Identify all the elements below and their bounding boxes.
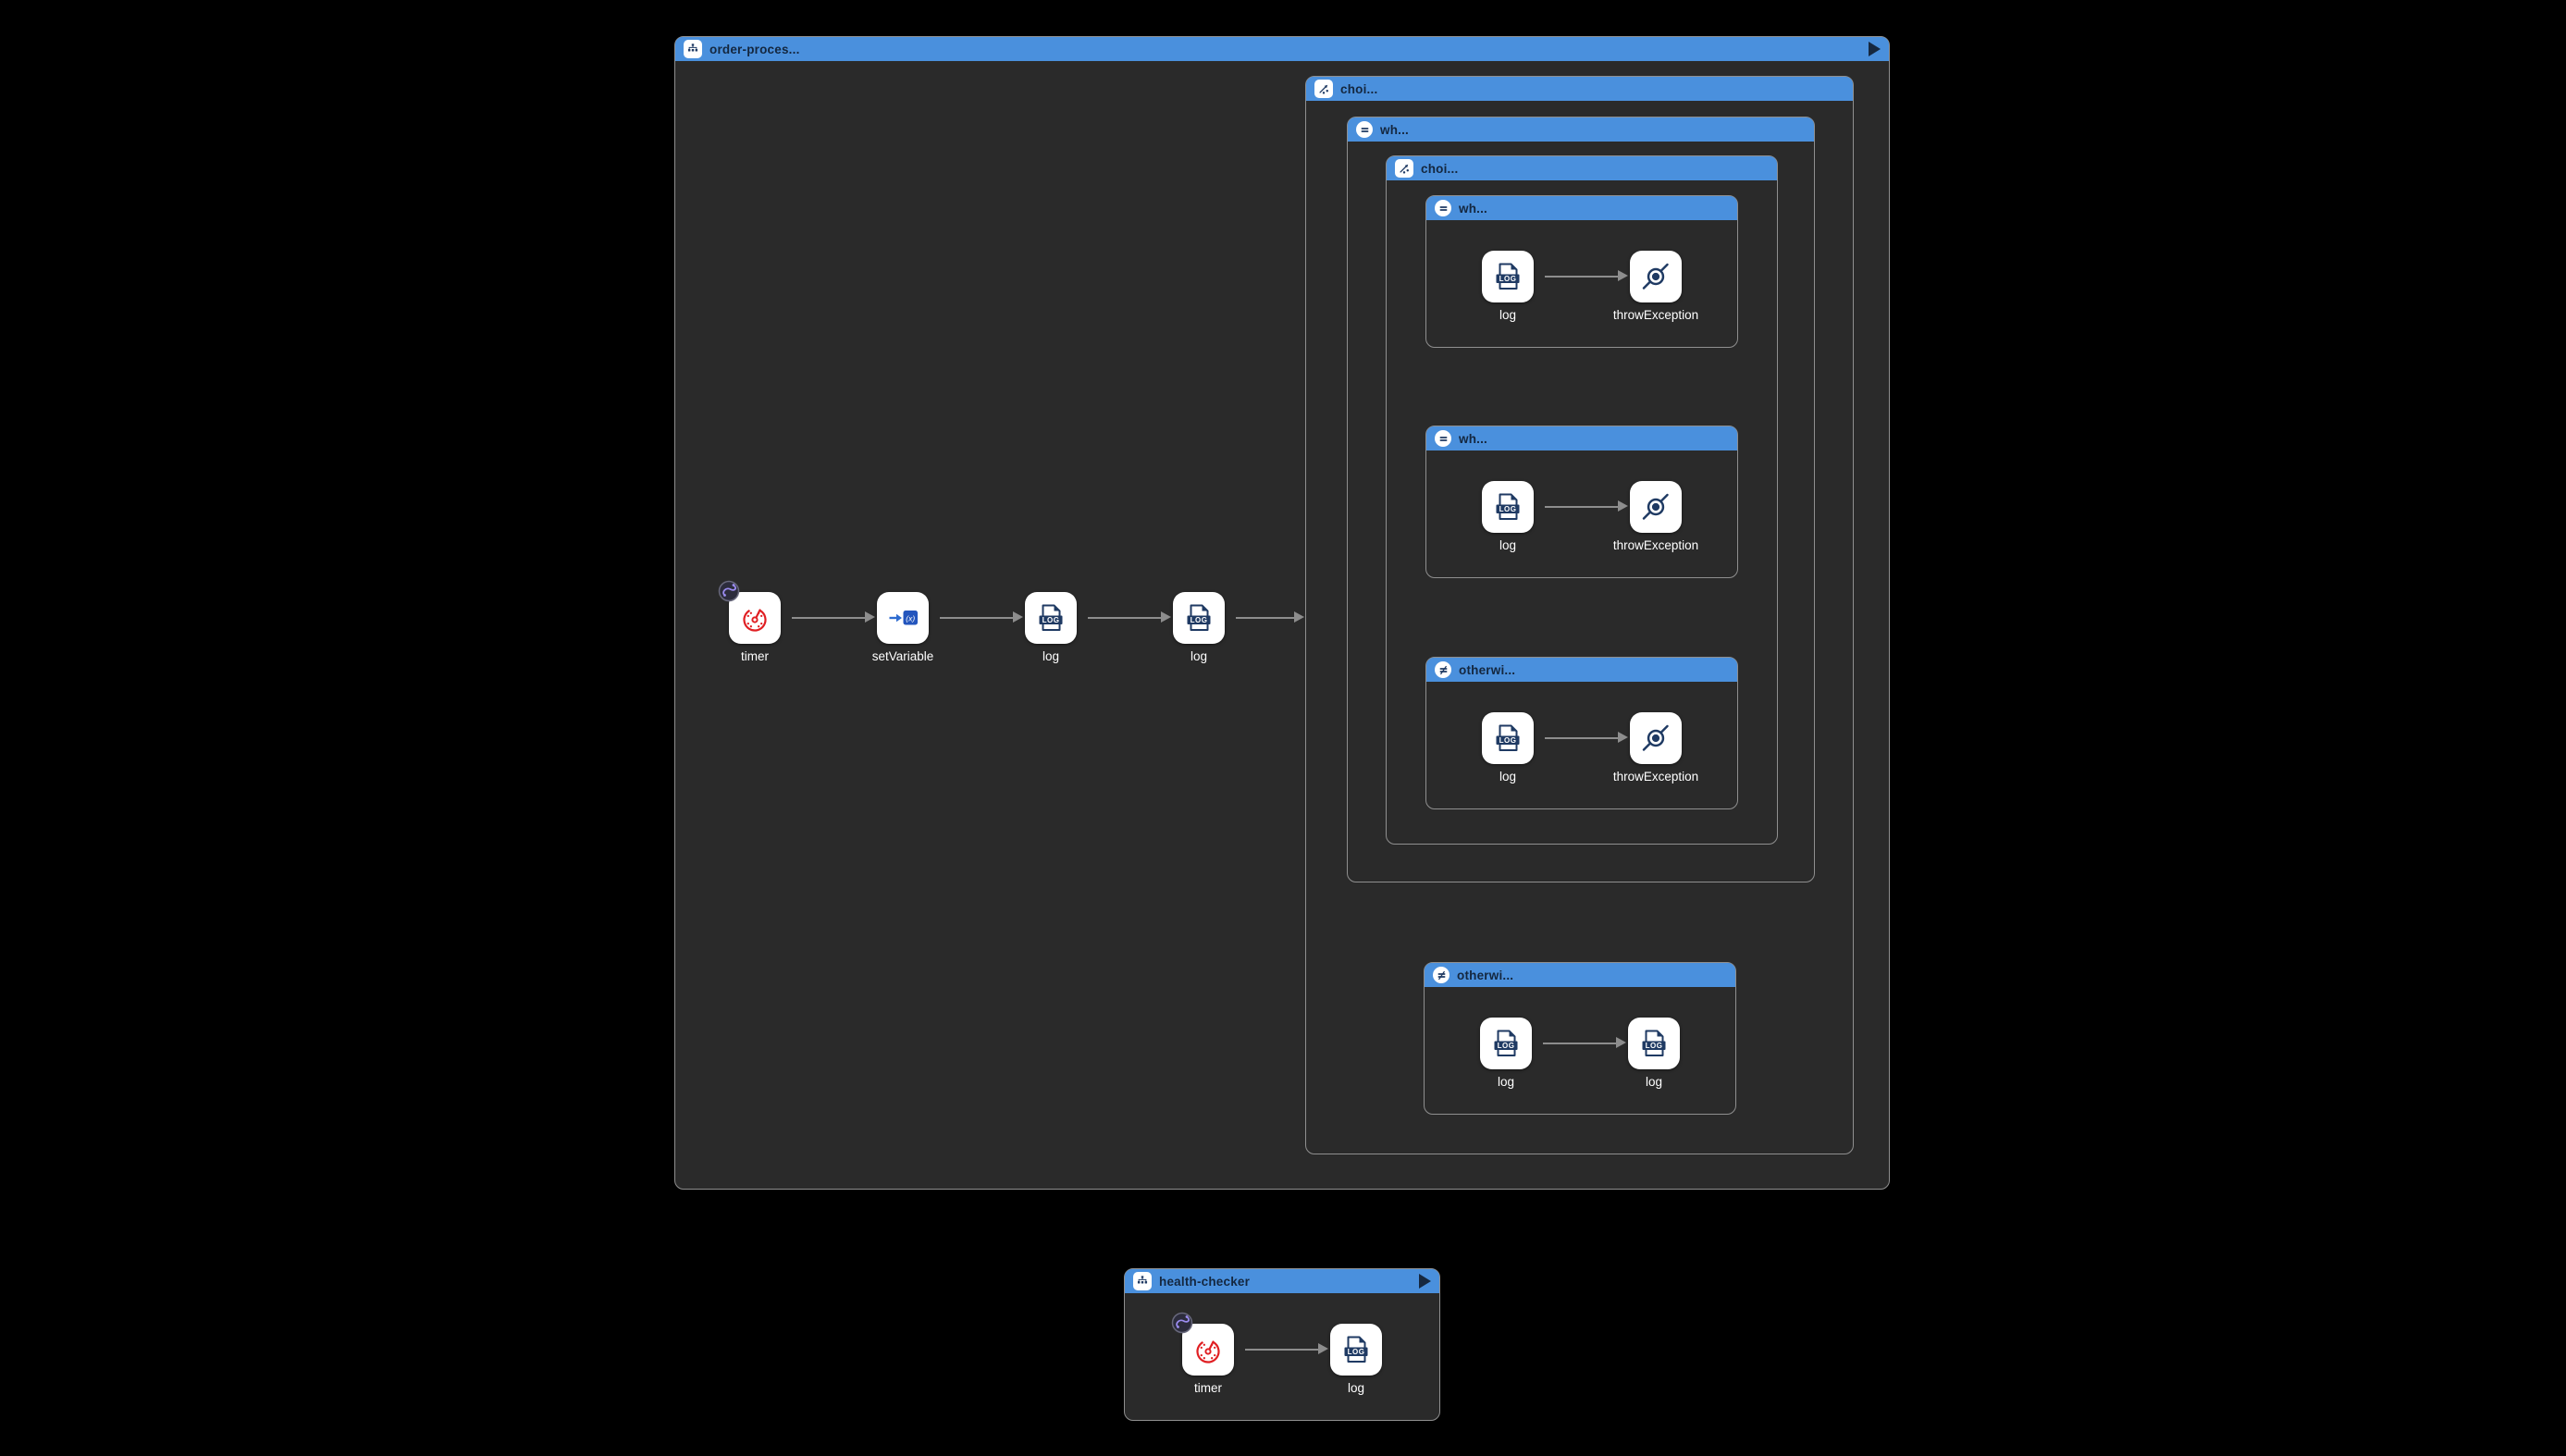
equals-icon bbox=[1356, 121, 1373, 138]
node-throw-exception[interactable]: throwException bbox=[1613, 480, 1698, 552]
route-health-checker: health-checker timer log bbox=[1124, 1268, 1440, 1421]
when-header[interactable]: wh... bbox=[1426, 196, 1737, 220]
flow-arrow bbox=[1245, 1342, 1328, 1354]
play-icon[interactable] bbox=[1419, 1274, 1431, 1289]
block-title: choi... bbox=[1340, 81, 1378, 96]
equals-icon bbox=[1435, 200, 1451, 216]
node-throw-exception[interactable]: throwException bbox=[1613, 711, 1698, 784]
log-file-icon bbox=[1339, 1333, 1373, 1366]
node-label: log bbox=[1347, 1380, 1365, 1395]
node-log[interactable]: log bbox=[1173, 592, 1225, 663]
log-file-icon bbox=[1491, 490, 1524, 524]
not-equals-icon bbox=[1435, 661, 1451, 678]
route-order-processing: order-proces... timer setVariable log bbox=[674, 36, 1890, 1190]
node-log[interactable]: log bbox=[1482, 480, 1534, 552]
block-title: choi... bbox=[1421, 161, 1459, 176]
choice-header[interactable]: choi... bbox=[1387, 156, 1777, 180]
route-title: order-proces... bbox=[709, 42, 800, 56]
when-block: wh... choi... bbox=[1347, 117, 1815, 882]
node-log[interactable]: log bbox=[1330, 1323, 1382, 1395]
node-label: log bbox=[1497, 1074, 1515, 1089]
when-header[interactable]: wh... bbox=[1348, 117, 1814, 142]
route-title: health-checker bbox=[1159, 1274, 1251, 1289]
log-file-icon bbox=[1491, 722, 1524, 755]
when-block: wh... log throwException bbox=[1425, 195, 1738, 348]
block-title: wh... bbox=[1459, 201, 1487, 216]
otherwise-block: otherwi... log log bbox=[1424, 962, 1736, 1115]
node-log[interactable]: log bbox=[1482, 711, 1534, 784]
otherwise-block: otherwi... log throwException bbox=[1425, 657, 1738, 809]
node-timer[interactable]: timer bbox=[1182, 1324, 1234, 1395]
node-log[interactable]: log bbox=[1480, 1017, 1532, 1089]
node-label: throwException bbox=[1612, 769, 1699, 784]
flow-arrow bbox=[1236, 611, 1304, 623]
node-label: log bbox=[1190, 649, 1208, 663]
node-label: timer bbox=[1194, 1380, 1222, 1395]
crossed-circle-icon bbox=[1639, 722, 1672, 755]
node-label: log bbox=[1042, 649, 1060, 663]
node-label: timer bbox=[741, 649, 769, 663]
node-label: setVariable bbox=[871, 649, 934, 663]
node-label: throwException bbox=[1612, 307, 1699, 322]
main-node-row: timer setVariable log log bbox=[729, 592, 1225, 663]
flow-arrow bbox=[1545, 731, 1628, 743]
log-file-icon bbox=[1491, 260, 1524, 293]
block-title: wh... bbox=[1380, 122, 1409, 137]
block-title: otherwi... bbox=[1457, 968, 1514, 982]
node-log[interactable]: log bbox=[1482, 250, 1534, 322]
stopwatch-icon bbox=[738, 601, 771, 635]
flow-arrow bbox=[1088, 611, 1171, 623]
node-log[interactable]: log bbox=[1025, 592, 1077, 663]
flow-arrow bbox=[1545, 500, 1628, 512]
node-label: log bbox=[1499, 537, 1517, 552]
node-set-variable[interactable]: setVariable bbox=[872, 592, 933, 663]
log-file-icon bbox=[1637, 1027, 1671, 1060]
flow-arrow bbox=[940, 611, 1023, 623]
node-label: log bbox=[1499, 769, 1517, 784]
route-header[interactable]: health-checker bbox=[1125, 1269, 1439, 1293]
log-file-icon bbox=[1182, 601, 1215, 635]
crossed-circle-icon bbox=[1639, 490, 1672, 524]
branch-icon bbox=[1314, 80, 1333, 98]
otherwise-header[interactable]: otherwi... bbox=[1426, 658, 1737, 682]
route-header[interactable]: order-proces... bbox=[675, 37, 1889, 61]
route-step-badge-icon bbox=[1171, 1312, 1193, 1334]
log-file-icon bbox=[1489, 1027, 1523, 1060]
branch-icon bbox=[1395, 159, 1413, 178]
when-block: wh... log throwException bbox=[1425, 426, 1738, 578]
node-log[interactable]: log bbox=[1628, 1017, 1680, 1089]
stopwatch-icon bbox=[1191, 1333, 1225, 1366]
crossed-circle-icon bbox=[1639, 260, 1672, 293]
log-file-icon bbox=[1034, 601, 1067, 635]
choice-header[interactable]: choi... bbox=[1306, 77, 1853, 101]
when-header[interactable]: wh... bbox=[1426, 426, 1737, 450]
sitemap-icon bbox=[684, 40, 702, 58]
route-step-badge-icon bbox=[718, 580, 740, 602]
flow-arrow bbox=[1545, 269, 1628, 281]
node-label: log bbox=[1499, 307, 1517, 322]
flow-arrow bbox=[1543, 1036, 1626, 1048]
sitemap-icon bbox=[1133, 1272, 1152, 1290]
block-title: wh... bbox=[1459, 431, 1487, 446]
node-label: throwException bbox=[1612, 537, 1699, 552]
choice-block: choi... wh... choi... bbox=[1305, 76, 1854, 1154]
play-icon[interactable] bbox=[1869, 42, 1881, 56]
not-equals-icon bbox=[1433, 967, 1450, 983]
equals-icon bbox=[1435, 430, 1451, 447]
flow-arrow bbox=[792, 611, 875, 623]
choice-block: choi... wh... log bbox=[1386, 155, 1778, 845]
function-x-icon bbox=[886, 601, 919, 635]
node-label: log bbox=[1645, 1074, 1663, 1089]
node-timer[interactable]: timer bbox=[729, 592, 781, 663]
block-title: otherwi... bbox=[1459, 662, 1516, 677]
otherwise-header[interactable]: otherwi... bbox=[1425, 963, 1735, 987]
node-throw-exception[interactable]: throwException bbox=[1613, 250, 1698, 322]
